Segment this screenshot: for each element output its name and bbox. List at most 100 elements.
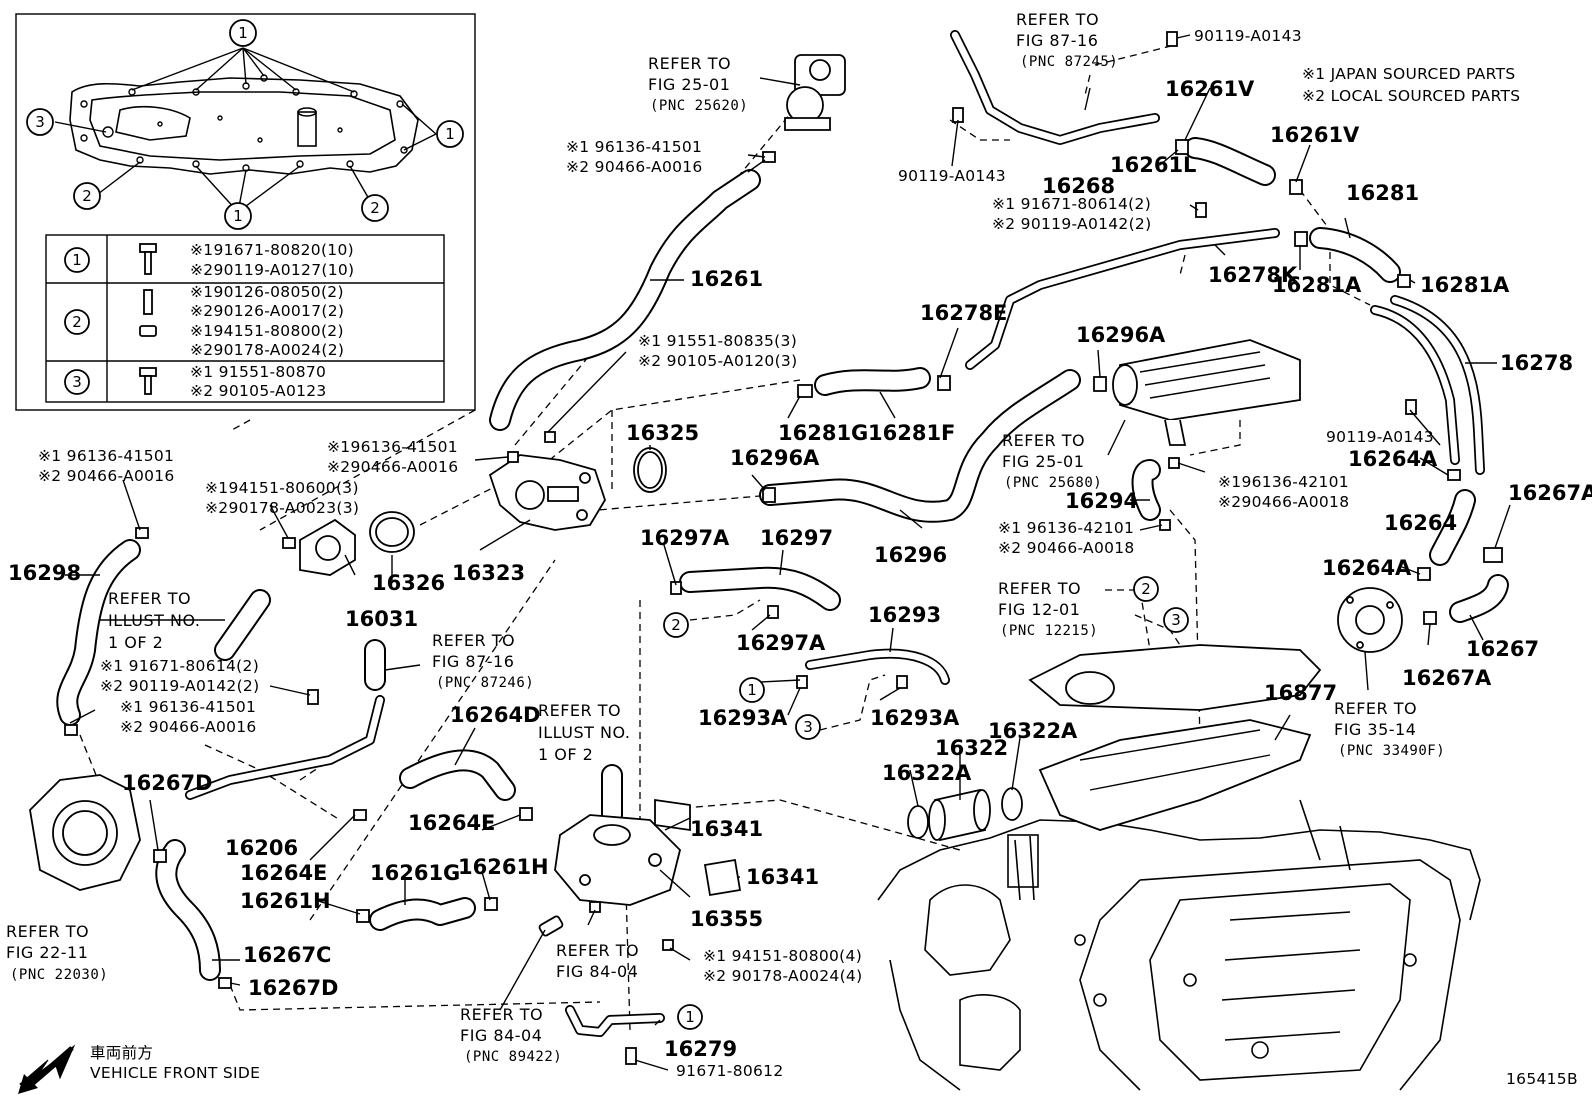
part-number: ※1 91671-80614(2) <box>100 657 259 675</box>
svg-text:2: 2 <box>370 199 380 217</box>
part-number: ※1 96136-41501 <box>120 698 256 716</box>
svg-text:1: 1 <box>72 251 82 269</box>
svg-text:FIG 35-14: FIG 35-14 <box>1334 720 1416 739</box>
svg-text:REFER TO: REFER TO <box>1016 10 1099 29</box>
label-16264A: 16264A <box>1322 556 1412 580</box>
label-16267C: 16267C <box>243 943 331 967</box>
label-16278: 16278 <box>1500 351 1573 375</box>
label-16297: 16297 <box>760 526 833 550</box>
refer-fig-35-14: REFER TO FIG 35-14 (PNC 33490F) <box>1334 699 1445 759</box>
svg-text:3: 3 <box>35 113 45 131</box>
refer-fig-87-16-b: REFER TO FIG 87-16 (PNC 87246) <box>432 631 534 691</box>
svg-text:VEHICLE FRONT SIDE: VEHICLE FRONT SIDE <box>90 1064 260 1082</box>
label-16267A: 16267A <box>1508 481 1592 505</box>
refer-fig-84-04-b: REFER TO FIG 84-04 (PNC 89422) <box>460 1005 562 1065</box>
water-outlet-16323 <box>488 454 606 531</box>
part-number: ※1 91551-80835(3) <box>638 332 797 350</box>
label-16297A: 16297A <box>640 526 730 550</box>
label-16278E: 16278E <box>920 301 1007 325</box>
water-pump-bracket <box>1337 587 1403 653</box>
label-16261: 16261 <box>690 267 763 291</box>
label-16296: 16296 <box>874 543 947 567</box>
svg-text:3: 3 <box>803 718 813 736</box>
refer-fig-25-01-a: REFER TO FIG 25-01 (PNC 25620) <box>648 54 748 114</box>
pipe-16278 <box>1370 295 1485 475</box>
part-number: 90119-A0143 <box>898 167 1006 185</box>
svg-text:REFER TO: REFER TO <box>460 1005 543 1024</box>
part-number: ※2 90119-A0142(2) <box>992 215 1151 233</box>
hose-16261L <box>1184 137 1276 186</box>
callout-circles: 2 1 3 2 3 1 <box>663 576 1189 1030</box>
inset-callout: 2 <box>361 194 389 222</box>
table-part-number: ※290119-A0127(10) <box>190 261 354 279</box>
label-16268: 16268 <box>1042 174 1115 198</box>
table-part-number: ※290126-A0017(2) <box>190 302 344 320</box>
hose-16298 <box>56 539 141 726</box>
intake-manifold-16877 <box>1038 719 1312 831</box>
svg-text:REFER TO: REFER TO <box>1002 431 1085 450</box>
part-number: ※196136-41501 <box>327 438 458 456</box>
part-number: ※1 96136-42101 <box>998 519 1134 537</box>
svg-text:FIG 87-16: FIG 87-16 <box>1016 31 1098 50</box>
water-bypass-16322 <box>928 788 991 842</box>
svg-text:2: 2 <box>82 187 92 205</box>
label-16261V: 16261V <box>1270 123 1360 147</box>
stud-icon <box>143 289 153 315</box>
bolt-icon <box>139 367 157 395</box>
svg-text:1 OF 2: 1 OF 2 <box>538 745 593 764</box>
hose-16264 <box>1429 489 1476 566</box>
svg-text:FIG 84-04: FIG 84-04 <box>460 1026 542 1045</box>
label-16281G: 16281G <box>778 421 868 445</box>
svg-text:2: 2 <box>1141 580 1151 598</box>
refer-fig-25-01-b: REFER TO FIG 25-01 (PNC 25680) <box>1002 431 1102 491</box>
part-number: ※2 90466-A0016 <box>120 718 257 736</box>
hose-16281 <box>1309 227 1401 283</box>
table-part-number: ※194151-80800(2) <box>190 322 344 340</box>
label-16206: 16206 <box>225 836 298 860</box>
part-number: ※194151-80600(3) <box>205 479 359 497</box>
table-part-number: ※191671-80820(10) <box>190 241 354 259</box>
refer-to-blocks: REFER TO FIG 25-01 (PNC 25620) REFER TO … <box>6 10 1445 1065</box>
refer-fig-12-01: REFER TO FIG 12-01 (PNC 12215) <box>998 579 1098 639</box>
hose-16281F <box>814 367 931 396</box>
svg-text:FIG 12-01: FIG 12-01 <box>998 600 1080 619</box>
label-16296A: 16296A <box>730 446 820 470</box>
svg-text:REFER TO: REFER TO <box>108 589 191 608</box>
bolt-icon <box>139 243 157 275</box>
svg-text:1: 1 <box>238 24 248 42</box>
egr-cooler <box>1112 339 1301 446</box>
svg-text:REFER TO: REFER TO <box>648 54 731 73</box>
svg-text:1: 1 <box>747 681 757 699</box>
leader-lines <box>65 34 1511 1071</box>
label-16261H: 16261H <box>458 855 549 879</box>
inset-callout: 1 <box>436 120 464 148</box>
part-numbers: ※1 96136-41501 ※2 90466-A0016 ※1 91551-8… <box>38 27 1434 1080</box>
svg-text:FIG 87-16: FIG 87-16 <box>432 652 514 671</box>
refer-fig-22-11: REFER TO FIG 22-11 (PNC 22030) <box>6 922 108 983</box>
part-number: ※290466-A0016 <box>327 458 458 476</box>
label-16281: 16281 <box>1346 181 1419 205</box>
part-number: ※2 90105-A0120(3) <box>638 352 797 370</box>
part-number: 90119-A0143 <box>1194 27 1302 45</box>
svg-text:3: 3 <box>72 373 82 391</box>
label-16298: 16298 <box>8 561 81 585</box>
hose-16297 <box>679 566 841 611</box>
thermostat-16031 <box>299 518 356 576</box>
egr-valve <box>784 54 846 131</box>
label-16267D: 16267D <box>122 771 213 795</box>
label-16264: 16264 <box>1384 511 1457 535</box>
label-16264D: 16264D <box>450 703 541 727</box>
svg-text:REFER TO: REFER TO <box>1334 699 1417 718</box>
label-16261L: 16261L <box>1110 153 1196 177</box>
throttle-body <box>29 774 141 891</box>
o-ring-16322A <box>1001 787 1023 821</box>
pipe-16279 <box>565 1005 665 1037</box>
part-number: 90119-A0143 <box>1326 428 1434 446</box>
svg-text:車両前方: 車両前方 <box>90 1044 153 1062</box>
callout-1: 1 <box>677 1004 703 1030</box>
hose-16031-extension <box>214 589 271 661</box>
part-number: ※2 90466-A0018 <box>998 539 1135 557</box>
pipe-16206 <box>185 695 385 800</box>
gasket-16341 <box>703 858 742 897</box>
